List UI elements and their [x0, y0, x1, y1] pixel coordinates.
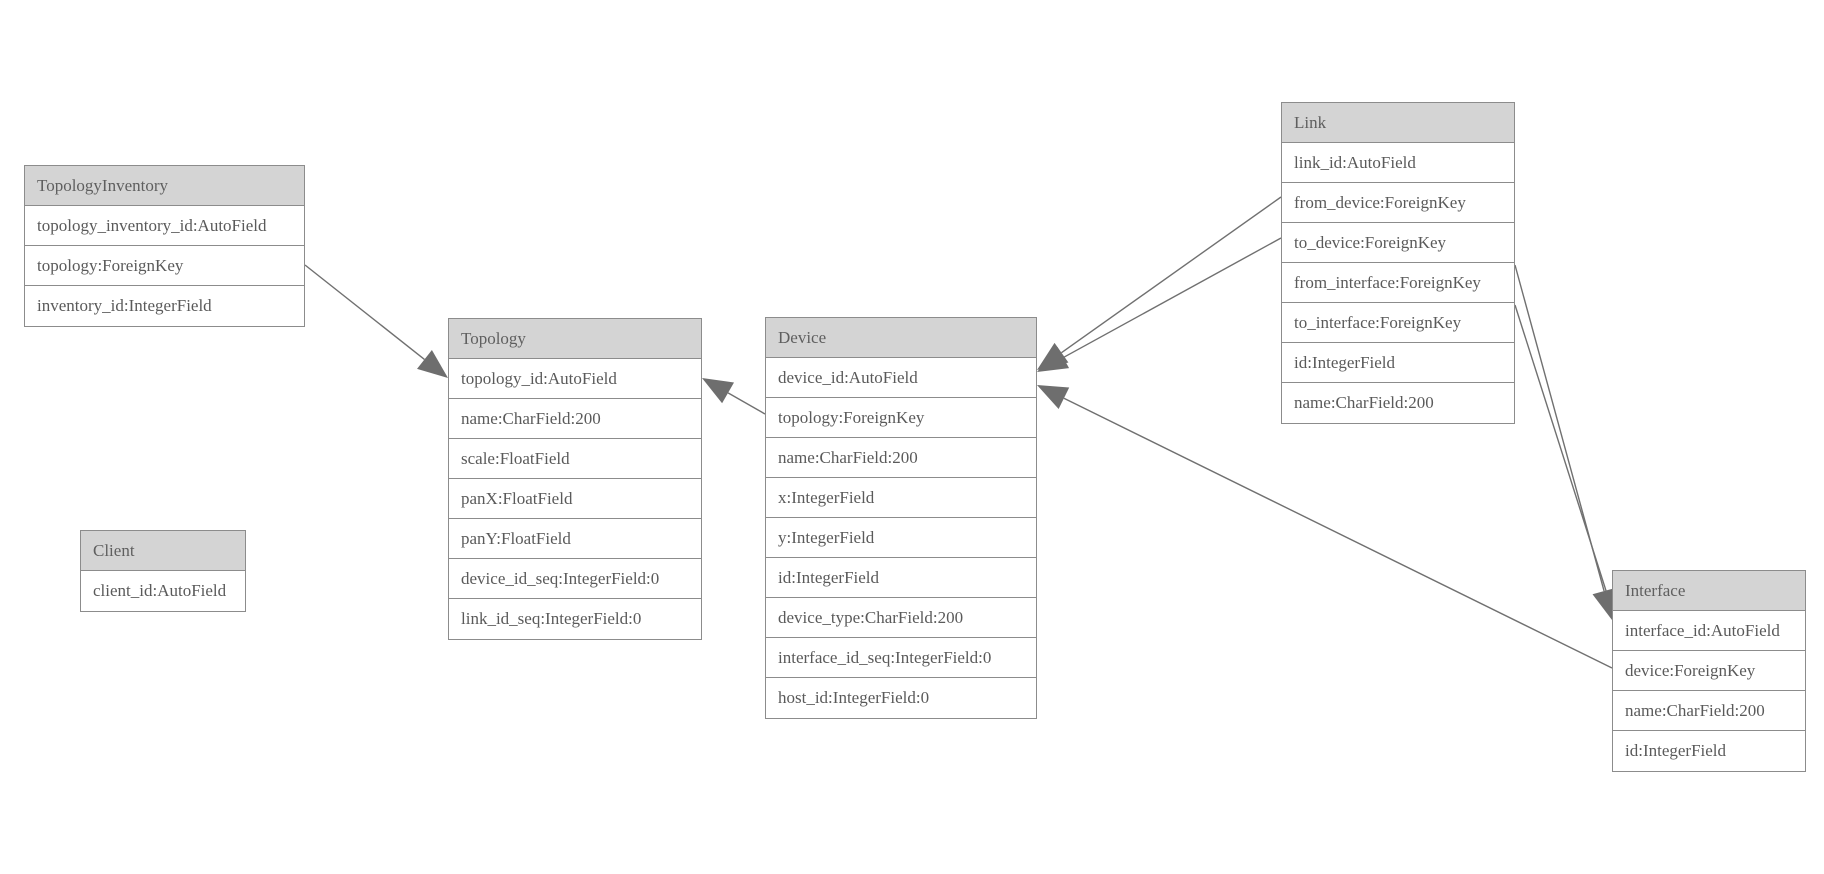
connector-rel-topologyinventory-topology — [304, 264, 448, 378]
entity-attribute-row: device:ForeignKey — [1613, 651, 1805, 691]
connector-arrowhead-icon — [1037, 347, 1070, 372]
entity-attribute-row: to_device:ForeignKey — [1282, 223, 1514, 263]
entity-attribute-row: id:IntegerField — [766, 558, 1036, 598]
entity-attribute-row: scale:FloatField — [449, 439, 701, 479]
entity-attribute-row: from_interface:ForeignKey — [1282, 263, 1514, 303]
connector-arrowhead-icon — [702, 378, 735, 404]
entity-attribute-row: id:IntegerField — [1282, 343, 1514, 383]
entity-title-topology_inventory: TopologyInventory — [25, 166, 304, 206]
entity-title-interface: Interface — [1613, 571, 1805, 611]
connector-rel-device-topology — [702, 378, 766, 415]
connector-arrowhead-icon — [1037, 385, 1070, 410]
connector-line — [1061, 196, 1282, 354]
entity-attribute-row: client_id:AutoField — [81, 571, 245, 611]
entity-attribute-row: interface_id:AutoField — [1613, 611, 1805, 651]
connector-line — [304, 264, 425, 360]
entity-attribute-row: name:CharField:200 — [1613, 691, 1805, 731]
connector-rel-interface-device — [1037, 385, 1613, 669]
entity-attribute-row: panX:FloatField — [449, 479, 701, 519]
entity-attribute-row: y:IntegerField — [766, 518, 1036, 558]
connector-line — [727, 392, 766, 415]
entity-attribute-row: topology_id:AutoField — [449, 359, 701, 399]
entity-attribute-row: host_id:IntegerField:0 — [766, 678, 1036, 718]
entity-title-device: Device — [766, 318, 1036, 358]
entity-attribute-row: device_id_seq:IntegerField:0 — [449, 559, 701, 599]
entity-attribute-row: link_id:AutoField — [1282, 143, 1514, 183]
entity-attribute-row: device_id:AutoField — [766, 358, 1036, 398]
connector-rel-link-frominterface — [1514, 264, 1616, 620]
entity-title-topology: Topology — [449, 319, 701, 359]
connector-arrowhead-icon — [1037, 342, 1069, 370]
entity-attribute-row: x:IntegerField — [766, 478, 1036, 518]
entity-attribute-row: panY:FloatField — [449, 519, 701, 559]
entity-attribute-row: id:IntegerField — [1613, 731, 1805, 771]
entity-attribute-row: name:CharField:200 — [1282, 383, 1514, 423]
entity-attribute-row: topology:ForeignKey — [766, 398, 1036, 438]
entity-attribute-row: interface_id_seq:IntegerField:0 — [766, 638, 1036, 678]
connector-line — [1514, 264, 1605, 592]
entity-title-client: Client — [81, 531, 245, 571]
entity-attribute-row: topology_inventory_id:AutoField — [25, 206, 304, 246]
entity-title-link: Link — [1282, 103, 1514, 143]
entity-attribute-row: inventory_id:IntegerField — [25, 286, 304, 326]
connector-line — [1063, 397, 1613, 669]
entity-attribute-row: link_id_seq:IntegerField:0 — [449, 599, 701, 639]
entity-attribute-row: topology:ForeignKey — [25, 246, 304, 286]
entity-attribute-row: name:CharField:200 — [449, 399, 701, 439]
connector-rel-link-todevice — [1037, 237, 1282, 372]
connector-rel-link-fromdevice — [1037, 196, 1282, 370]
entity-attribute-row: from_device:ForeignKey — [1282, 183, 1514, 223]
connector-arrowhead-icon — [417, 349, 448, 378]
connector-rel-link-tointerface — [1514, 304, 1619, 622]
connector-line — [1062, 237, 1282, 359]
entity-attribute-row: to_interface:ForeignKey — [1282, 303, 1514, 343]
connector-line — [1514, 304, 1608, 594]
entity-attribute-row: name:CharField:200 — [766, 438, 1036, 478]
entity-attribute-row: device_type:CharField:200 — [766, 598, 1036, 638]
